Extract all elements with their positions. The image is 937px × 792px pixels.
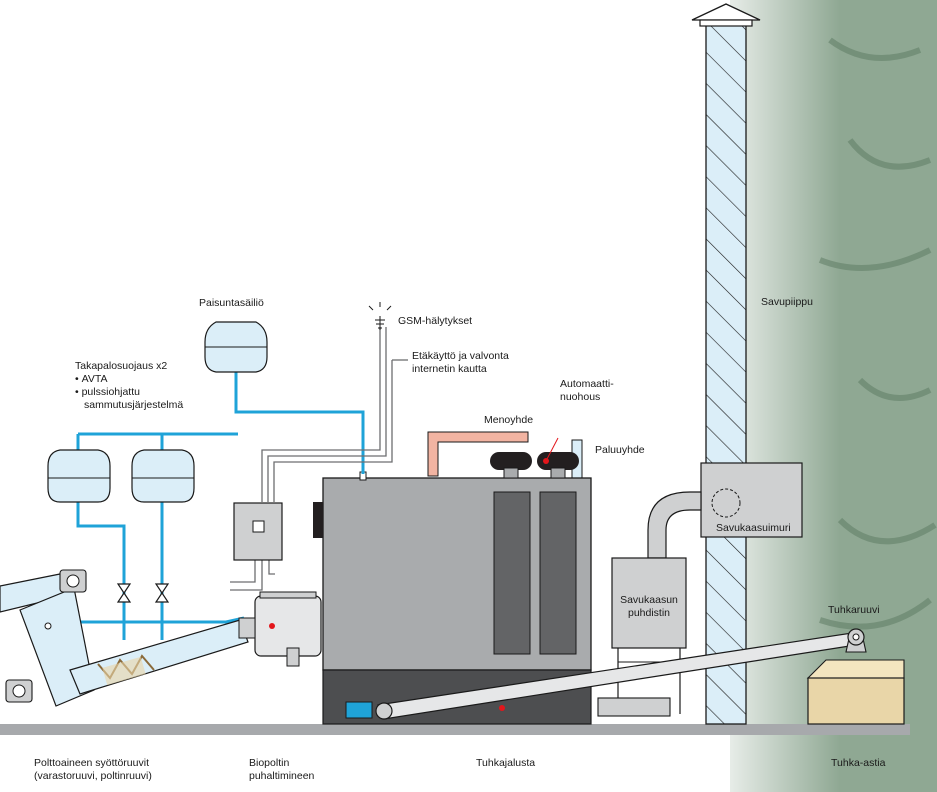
ash-base-label: Tuhkajalusta [476,757,536,769]
expansion-tank-label: Paisuntasäiliö [199,297,264,309]
return-pipe-label: Paluuyhde [595,444,645,456]
valve-icon [116,583,170,603]
antenna-icon [368,302,392,330]
control-cables [230,327,408,591]
autosweep-label: Automaatti- nuohous [560,378,614,403]
burner [238,591,322,667]
ash-screw [345,628,867,720]
feed-screws [0,569,249,707]
ash-bin [806,659,905,725]
supply-pipe-label: Menoyhde [484,414,534,426]
chimney [691,3,761,725]
control-box [233,502,283,561]
flue-gas-cleaner-label: Savukaasun puhdistin [620,594,678,619]
floor [0,724,910,735]
autosweep-motors [490,437,579,479]
flue-gas-cleaner [597,557,687,717]
ash-screw-label: Tuhkaruuvi [828,604,880,616]
flue-duct [647,491,702,559]
chimney-label: Savupiippu [761,296,813,308]
feed-screws-label: Polttoaineen syöttöruuvit (varastoruuvi,… [34,757,152,782]
supply-pipe [427,431,529,477]
flue-gas-fan [700,462,803,538]
expansion-tank [204,321,268,373]
backfire-tanks [47,449,195,503]
burner-label: Biopoltin puhaltimineen [249,757,315,782]
flue-gas-fan-label: Savukaasuimuri [716,522,791,534]
water-pipes [50,372,365,640]
boiler [313,471,592,671]
ash-bin-label: Tuhka-astia [831,757,886,769]
gsm-alarms-label: GSM-hälytykset [398,315,473,327]
backfire-protection-label: Takapalosuojaus x2 AVTA pulssiohjattu sa… [75,360,183,412]
remote-access-label: Etäkäyttö ja valvonta internetin kautta [412,350,509,375]
